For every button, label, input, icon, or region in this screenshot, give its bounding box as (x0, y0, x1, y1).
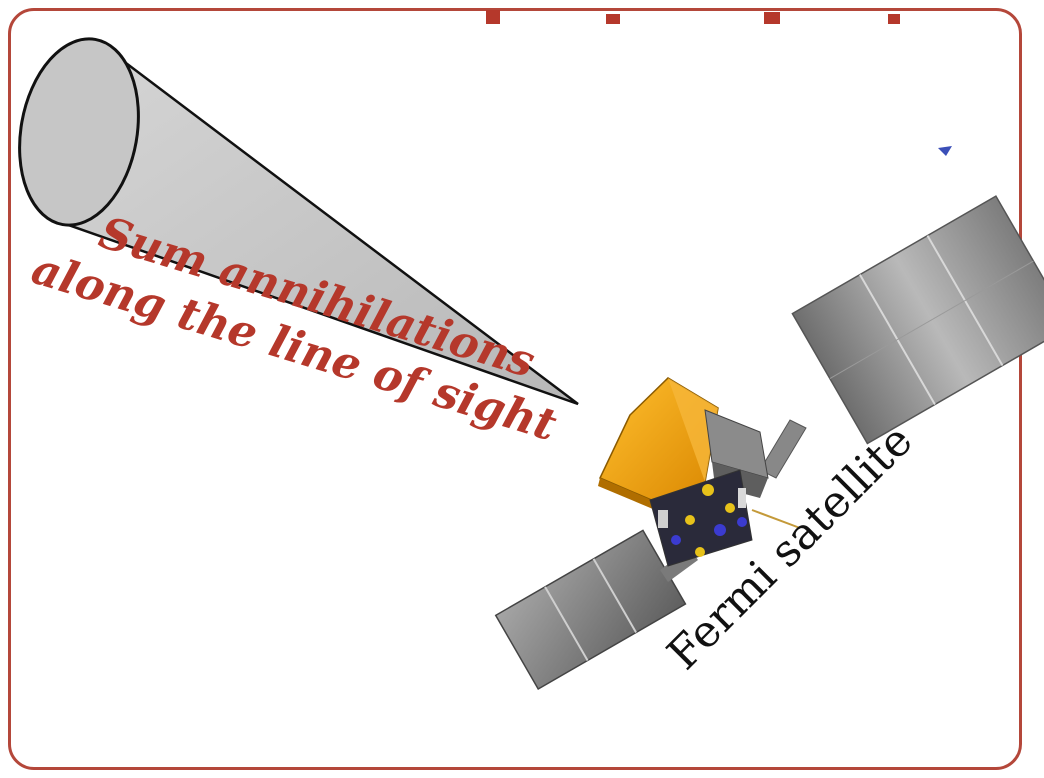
line-of-sight-cone (18, 37, 579, 406)
upper-solar-panel (791, 195, 1044, 445)
cropped-title-fragment (486, 10, 900, 24)
stray-mark (938, 146, 952, 156)
satellite-body (598, 377, 801, 567)
slide-frame (8, 8, 1022, 770)
fermi-satellite (494, 195, 1044, 690)
lower-solar-panel (494, 529, 687, 690)
